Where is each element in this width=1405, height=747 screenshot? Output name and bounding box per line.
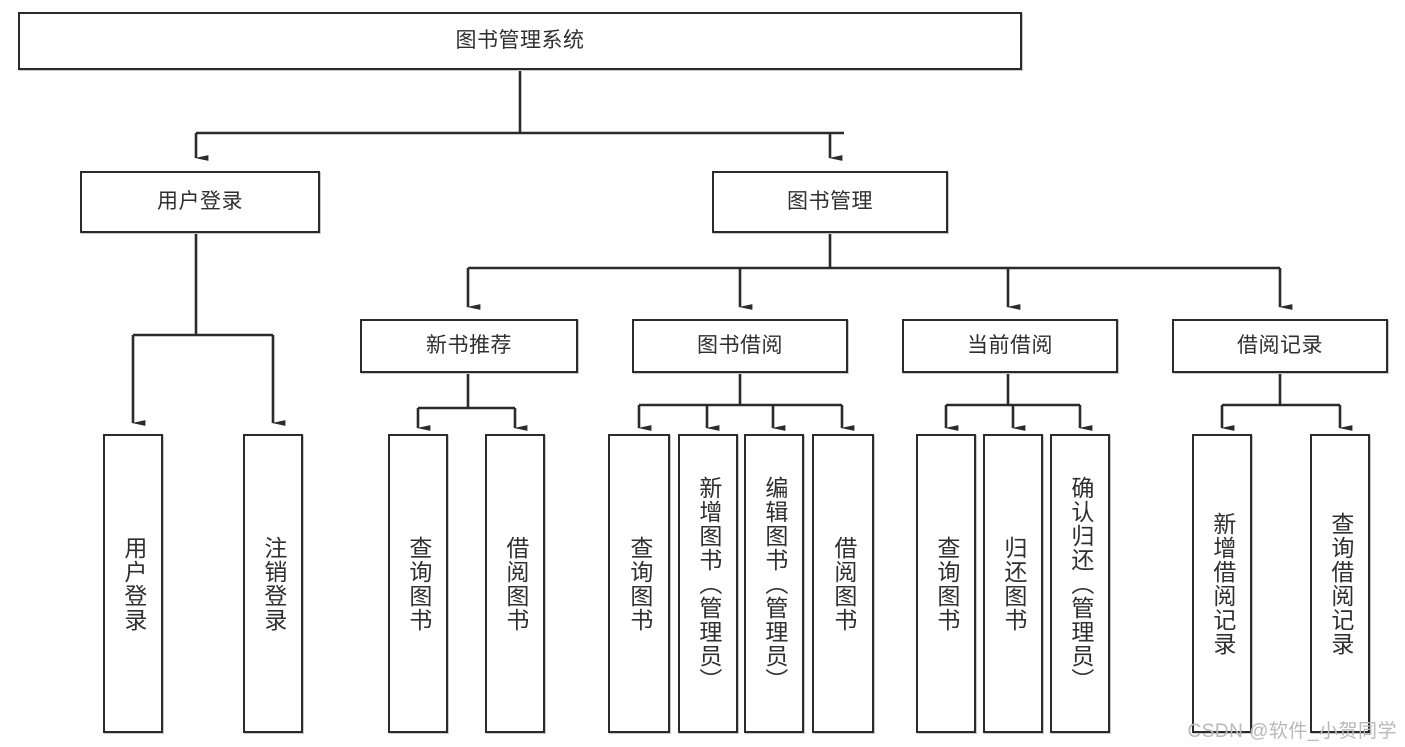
leaf-query-book-recommend[interactable]: 查询图书: [388, 434, 448, 733]
node-user-login-label: 用户登录: [157, 190, 243, 214]
leaf-add-book-admin[interactable]: 新增图书（管理员）: [678, 434, 738, 733]
leaf-logout-label: 注销登录: [260, 535, 287, 632]
leaf-query-borrow-record-label: 查询借阅记录: [1327, 511, 1354, 656]
leaf-return-book-label: 归还图书: [1000, 535, 1027, 632]
node-current-borrow-label: 当前借阅: [967, 334, 1053, 358]
node-new-book-recommend[interactable]: 新书推荐: [360, 319, 578, 373]
node-new-book-recommend-label: 新书推荐: [426, 334, 512, 358]
leaf-return-book[interactable]: 归还图书: [983, 434, 1043, 733]
leaf-borrow-book-borrow-label: 借阅图书: [830, 535, 857, 632]
leaf-query-borrow-record[interactable]: 查询借阅记录: [1310, 434, 1370, 733]
leaf-edit-book-admin-label: 编辑图书（管理员）: [761, 475, 788, 692]
leaf-confirm-return-admin-label: 确认归还（管理员）: [1067, 475, 1094, 692]
leaf-user-login-label: 用户登录: [120, 535, 147, 632]
leaf-query-book-borrow[interactable]: 查询图书: [608, 434, 670, 733]
leaf-confirm-return-admin[interactable]: 确认归还（管理员）: [1050, 434, 1110, 733]
node-book-management-label: 图书管理: [787, 190, 873, 214]
node-root-label: 图书管理系统: [455, 29, 585, 53]
leaf-query-book-recommend-label: 查询图书: [405, 535, 432, 632]
watermark: CSDN @软件_小贺同学: [1187, 721, 1397, 742]
leaf-add-book-admin-label: 新增图书（管理员）: [695, 475, 722, 692]
node-current-borrow[interactable]: 当前借阅: [902, 319, 1118, 373]
leaf-edit-book-admin[interactable]: 编辑图书（管理员）: [744, 434, 804, 733]
leaf-query-book-current-label: 查询图书: [933, 535, 960, 632]
leaf-borrow-book-recommend-label: 借阅图书: [502, 535, 529, 632]
node-borrow-record[interactable]: 借阅记录: [1172, 319, 1388, 373]
leaf-borrow-book-recommend[interactable]: 借阅图书: [485, 434, 545, 733]
leaf-query-book-borrow-label: 查询图书: [626, 535, 653, 632]
leaf-logout[interactable]: 注销登录: [243, 434, 303, 733]
node-borrow-record-label: 借阅记录: [1237, 334, 1323, 358]
node-book-borrow[interactable]: 图书借阅: [632, 319, 848, 373]
leaf-query-book-current[interactable]: 查询图书: [916, 434, 976, 733]
leaf-add-borrow-record[interactable]: 新增借阅记录: [1192, 434, 1252, 733]
node-user-login[interactable]: 用户登录: [80, 171, 320, 233]
leaf-borrow-book-borrow[interactable]: 借阅图书: [812, 434, 874, 733]
node-book-management[interactable]: 图书管理: [712, 171, 948, 233]
node-book-borrow-label: 图书借阅: [697, 334, 783, 358]
leaf-add-borrow-record-label: 新增借阅记录: [1209, 511, 1236, 656]
leaf-user-login[interactable]: 用户登录: [103, 434, 163, 733]
node-root[interactable]: 图书管理系统: [18, 12, 1022, 70]
